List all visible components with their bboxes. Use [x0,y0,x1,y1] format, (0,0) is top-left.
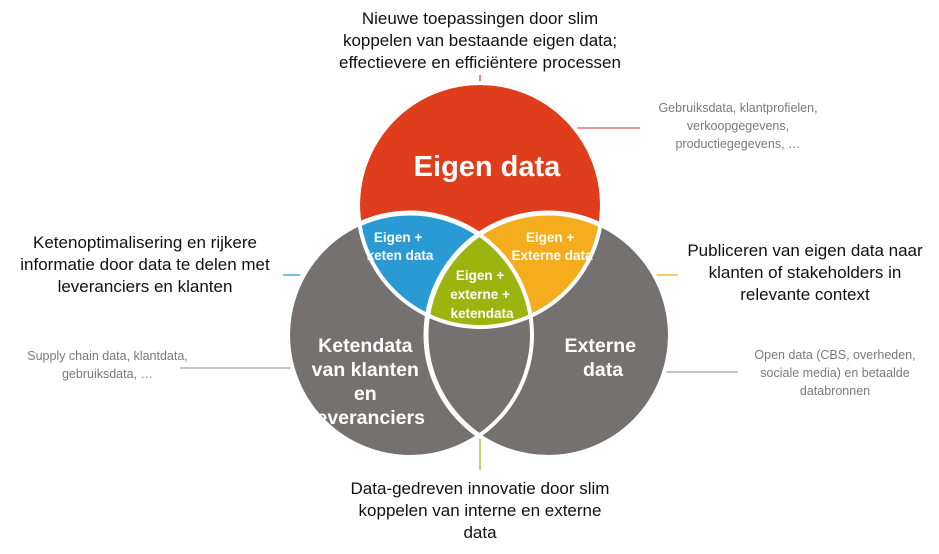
examples-externe-data: Open data (CBS, overheden, sociale media… [754,348,916,399]
label-externe-data: Externe data [565,335,642,381]
label-eigen-data: Eigen data [414,151,562,183]
callout-bottom: Data-gedreven innovatie door slim koppel… [350,479,610,543]
label-ketendata: Ketendata van klanten en leveranciers [311,335,425,429]
label-eigen-keten: Eigen + keten data [367,230,434,263]
callout-right: Publiceren van eigen data naar klanten o… [687,241,923,305]
examples-eigen-data: Gebruiksdata, klantprofielen, verkoopgeg… [658,101,818,152]
callout-top: Nieuwe toepassingen door slim koppelen v… [339,9,621,73]
callout-left: Ketenoptimalisering en rijkere informati… [20,233,270,297]
label-center: Eigen + externe + ketendata [450,268,514,321]
overlap-center [423,213,532,327]
examples-ketendata: Supply chain data, klantdata, gebruiksda… [27,349,188,382]
label-eigen-externe: Eigen + Externe data [511,230,593,263]
